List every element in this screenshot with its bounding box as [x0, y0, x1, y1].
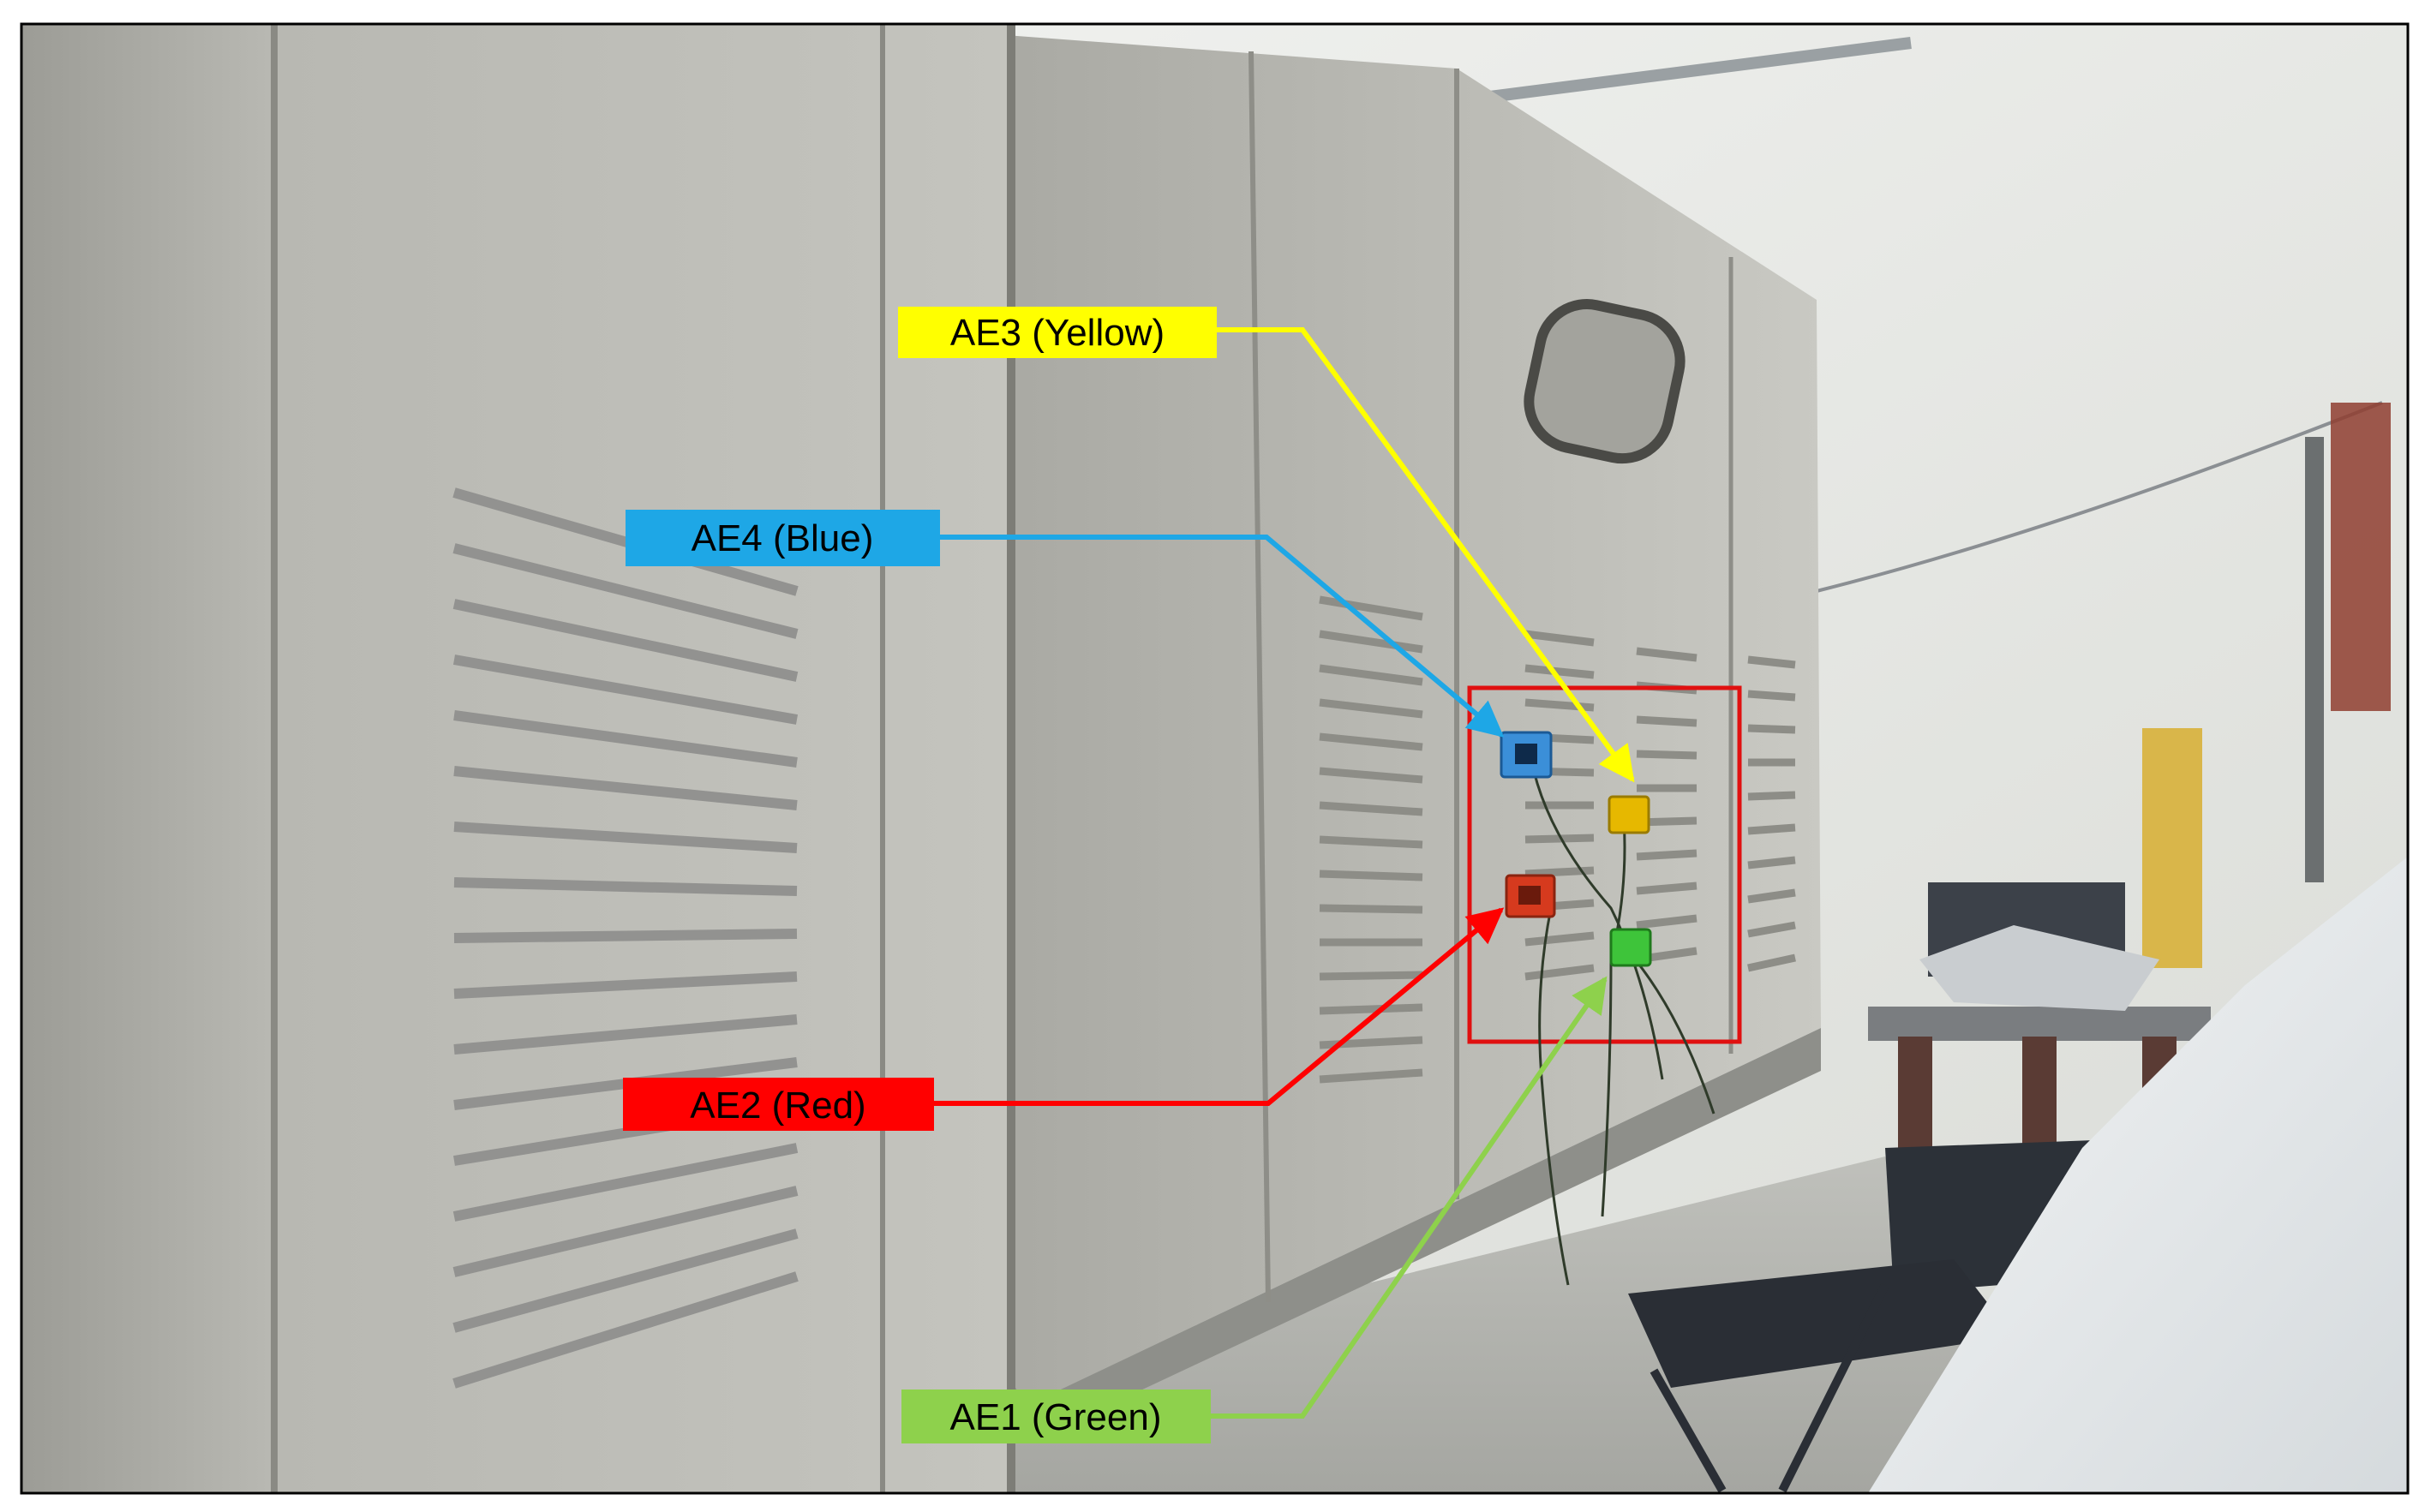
sensor-blue — [1500, 731, 1553, 779]
sensor-red — [1505, 874, 1556, 918]
label-ae3-text: AE3 (Yellow) — [950, 312, 1165, 354]
wall-cable — [1816, 401, 2383, 593]
label-ae1-text: AE1 (Green) — [950, 1396, 1162, 1438]
ae4-leader-arrow — [940, 535, 1505, 738]
ae2-leader-arrow — [934, 907, 1505, 1106]
photo-frame — [20, 22, 2410, 1495]
label-ae4-text: AE4 (Blue) — [692, 517, 874, 559]
bubble-wrap — [1868, 857, 2408, 1493]
label-ae3: AE3 (Yellow) — [898, 307, 1217, 358]
sensor-green — [1609, 928, 1652, 967]
ceiling-pipe — [1456, 37, 1912, 107]
ae1-leader-arrow — [1211, 976, 1608, 1419]
label-ae4: AE4 (Blue) — [626, 510, 940, 566]
label-ae1: AE1 (Green) — [901, 1389, 1211, 1443]
label-ae2: AE2 (Red) — [623, 1078, 934, 1131]
sensor-yellow — [1608, 795, 1650, 834]
ae3-leader-arrow — [1217, 327, 1635, 783]
label-ae2-text: AE2 (Red) — [690, 1085, 865, 1127]
transformer-cabinet-right — [994, 34, 1821, 1439]
cabinet-window — [1524, 299, 1686, 464]
storage-shelving — [1928, 403, 2391, 977]
sensor-highlight-box — [1467, 685, 1742, 1044]
transformer-cabinet-left — [21, 24, 1015, 1493]
